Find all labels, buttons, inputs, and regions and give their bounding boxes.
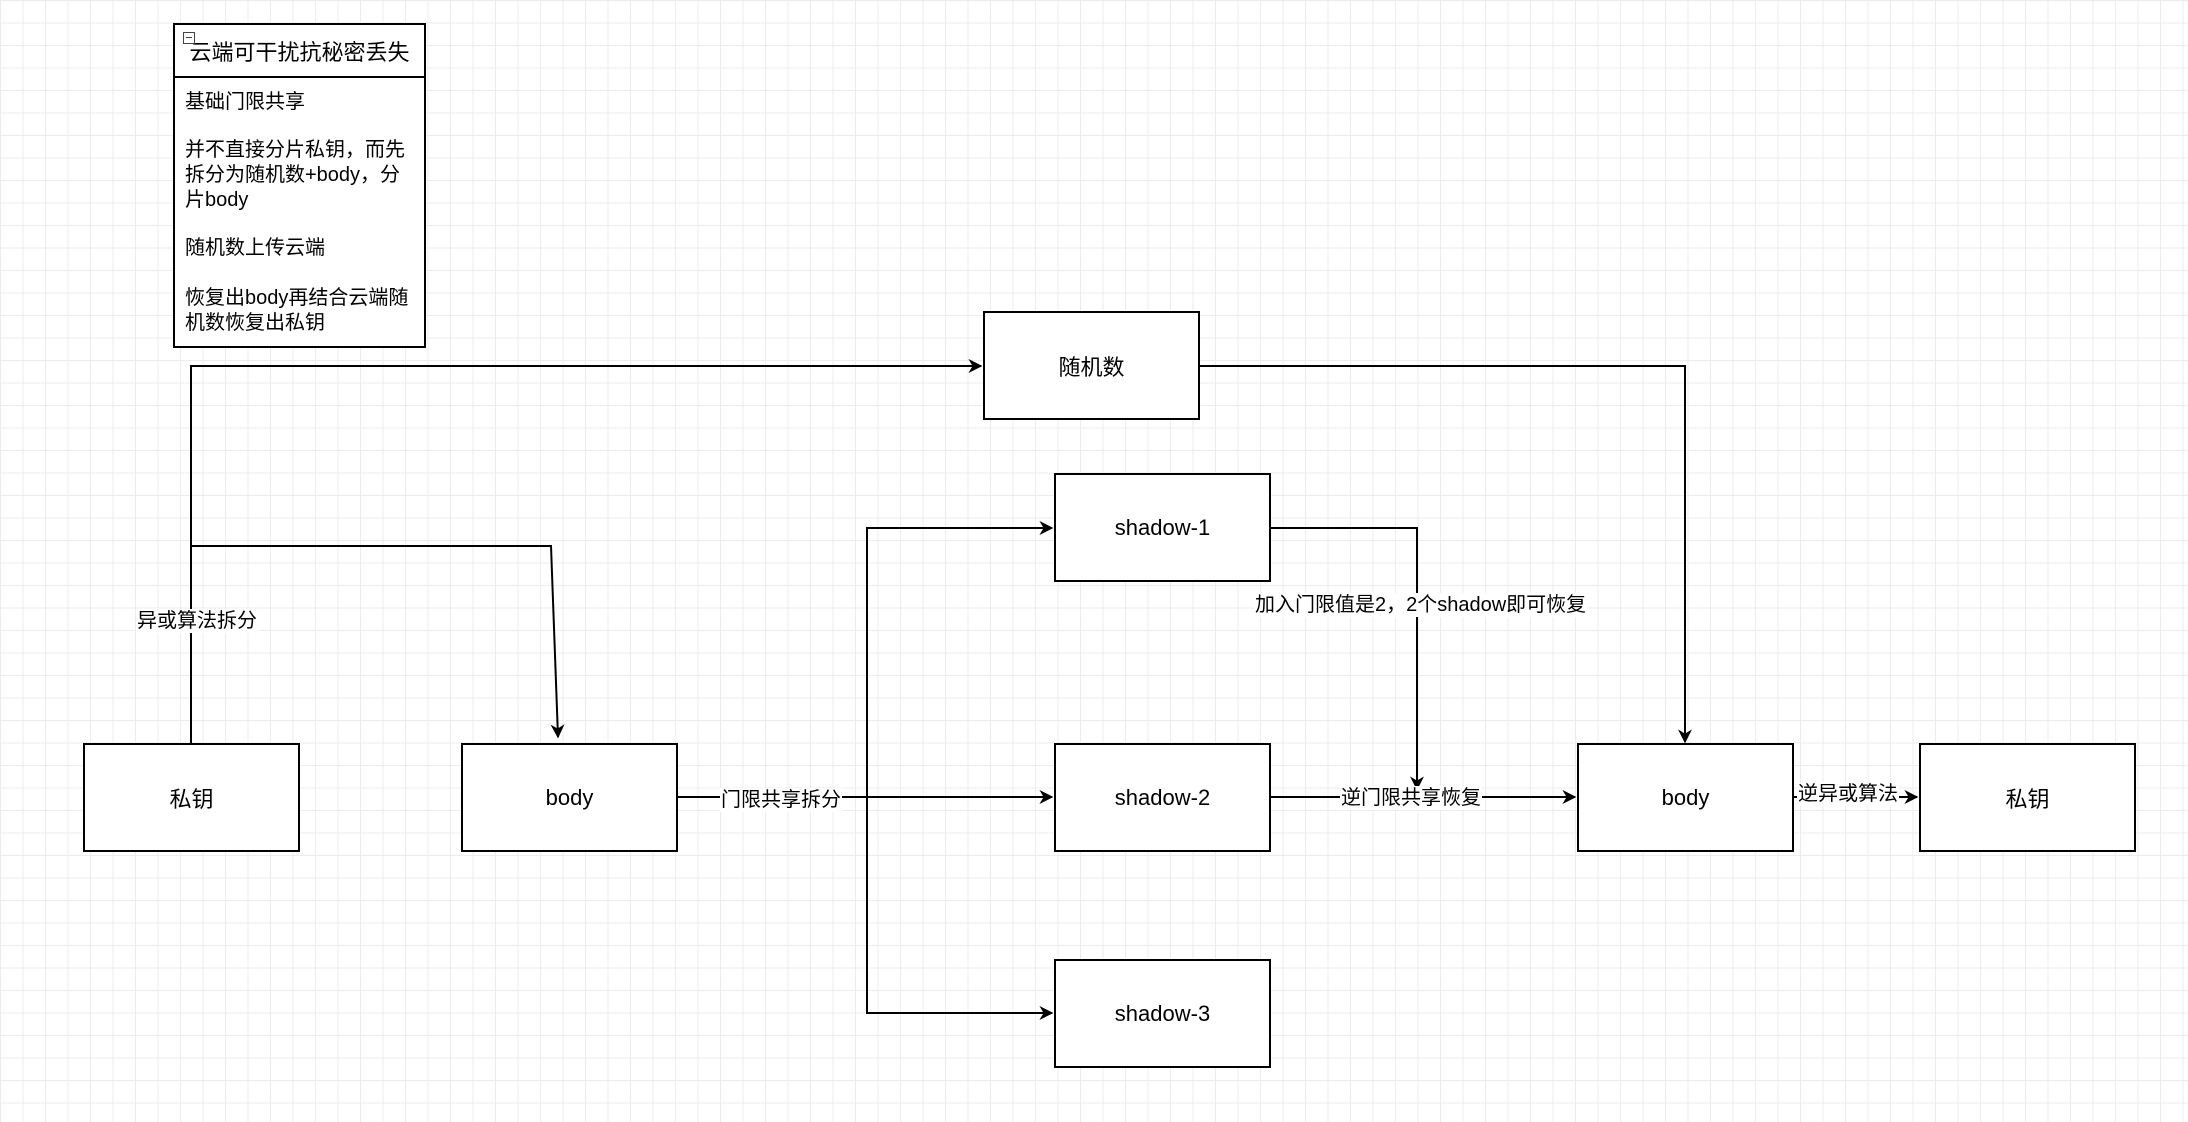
edge-random-to-body [1199, 365, 1692, 744]
node-shadow-3[interactable]: shadow-3 [1054, 959, 1271, 1068]
note-item-split-method: 并不直接分片私钥，而先拆分为随机数+body，分片body [185, 139, 405, 211]
edge-split-to-shadow1 [866, 521, 1054, 797]
node-shadow-1[interactable]: shadow-1 [1054, 473, 1271, 582]
node-private-key-left[interactable]: 私钥 [83, 743, 300, 852]
label-threshold-split: 门限共享拆分 [720, 788, 842, 812]
label-inverse-threshold: 逆门限共享恢复 [1340, 786, 1482, 810]
edge-key-to-random [190, 359, 983, 743]
note-title: 云端可干扰抗秘密丢失 [189, 39, 410, 65]
node-body-left[interactable]: body [461, 743, 678, 852]
note-header: 云端可干扰抗秘密丢失 [175, 25, 424, 78]
collapse-icon[interactable] [183, 32, 195, 44]
edge-key-to-body [191, 545, 565, 739]
node-random[interactable]: 随机数 [983, 311, 1200, 420]
edge-shadow1-to-merge [1271, 527, 1424, 791]
node-shadow-2[interactable]: shadow-2 [1054, 743, 1271, 852]
note-item-upload: 随机数上传云端 [185, 237, 325, 259]
label-xor-split: 异或算法拆分 [136, 609, 258, 633]
edge-split-to-shadow3 [866, 797, 1054, 1020]
node-body-right[interactable]: body [1577, 743, 1794, 852]
label-threshold-note: 加入门限值是2，2个shadow即可恢复 [1254, 593, 1588, 617]
note-item-basic: 基础门限共享 [185, 91, 305, 113]
note-item-recover: 恢复出body再结合云端随机数恢复出私钥 [185, 287, 409, 334]
note-container[interactable]: 云端可干扰抗秘密丢失 基础门限共享 并不直接分片私钥，而先拆分为随机数+body… [173, 23, 426, 348]
label-inverse-xor: 逆异或算法 [1797, 782, 1899, 806]
node-private-key-right[interactable]: 私钥 [1919, 743, 2136, 852]
